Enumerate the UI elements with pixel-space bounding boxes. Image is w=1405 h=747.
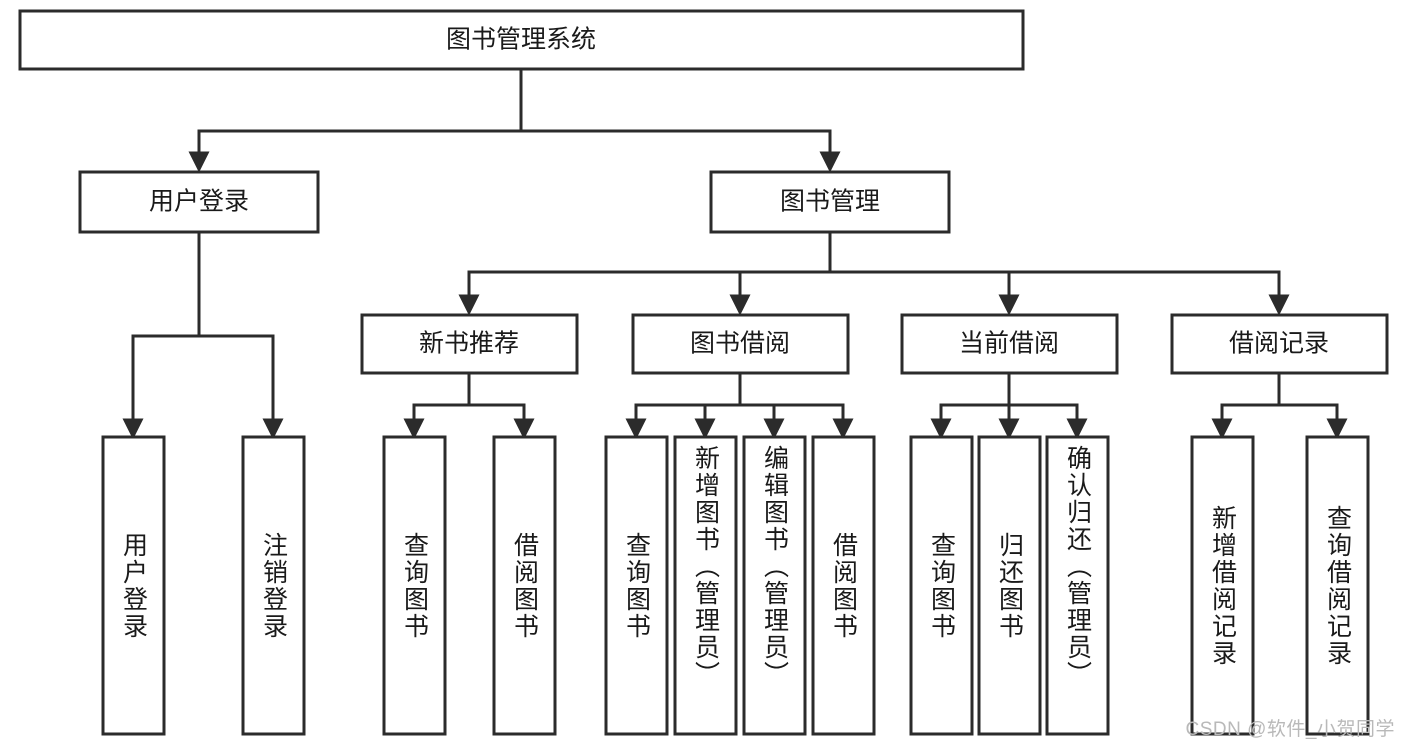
node-root-box[interactable]	[18, 9, 1025, 71]
leaf-box-rec-borrow[interactable]	[492, 435, 557, 736]
leaf-box-cur-return[interactable]	[977, 435, 1042, 736]
leaf-box-record-query[interactable]	[1305, 435, 1370, 736]
node-book-borrow-box[interactable]	[631, 313, 850, 375]
leaf-box-rec-query[interactable]	[382, 435, 447, 736]
leaf-box-borrow-query[interactable]	[604, 435, 669, 736]
leaf-box-user-logout[interactable]	[241, 435, 306, 736]
node-borrow-record-label: 借阅记录	[1229, 330, 1329, 358]
leaf-box-record-add[interactable]	[1190, 435, 1255, 736]
node-current-borrow-label: 当前借阅	[959, 330, 1059, 358]
node-current-borrow-box[interactable]	[900, 313, 1119, 375]
node-root-label: 图书管理系统	[446, 26, 596, 54]
leaf-box-borrow-lend[interactable]	[811, 435, 876, 736]
node-borrow-record-box[interactable]	[1170, 313, 1389, 375]
csdn-watermark: CSDN @软件_小贺同学	[1185, 719, 1395, 740]
node-book-manage-label: 图书管理	[780, 188, 880, 216]
node-new-book-rec-label: 新书推荐	[419, 330, 519, 358]
node-book-manage-box[interactable]	[709, 170, 951, 234]
node-user-login-label: 用户登录	[149, 188, 249, 216]
node-book-borrow-label: 图书借阅	[690, 330, 790, 358]
leaf-box-borrow-edit[interactable]	[742, 435, 807, 736]
leaf-box-user-login[interactable]	[101, 435, 166, 736]
leaf-box-cur-confirm[interactable]	[1045, 435, 1110, 736]
node-new-book-rec-box[interactable]	[360, 313, 579, 375]
leaf-box-borrow-add[interactable]	[673, 435, 738, 736]
leaf-box-cur-query[interactable]	[909, 435, 974, 736]
